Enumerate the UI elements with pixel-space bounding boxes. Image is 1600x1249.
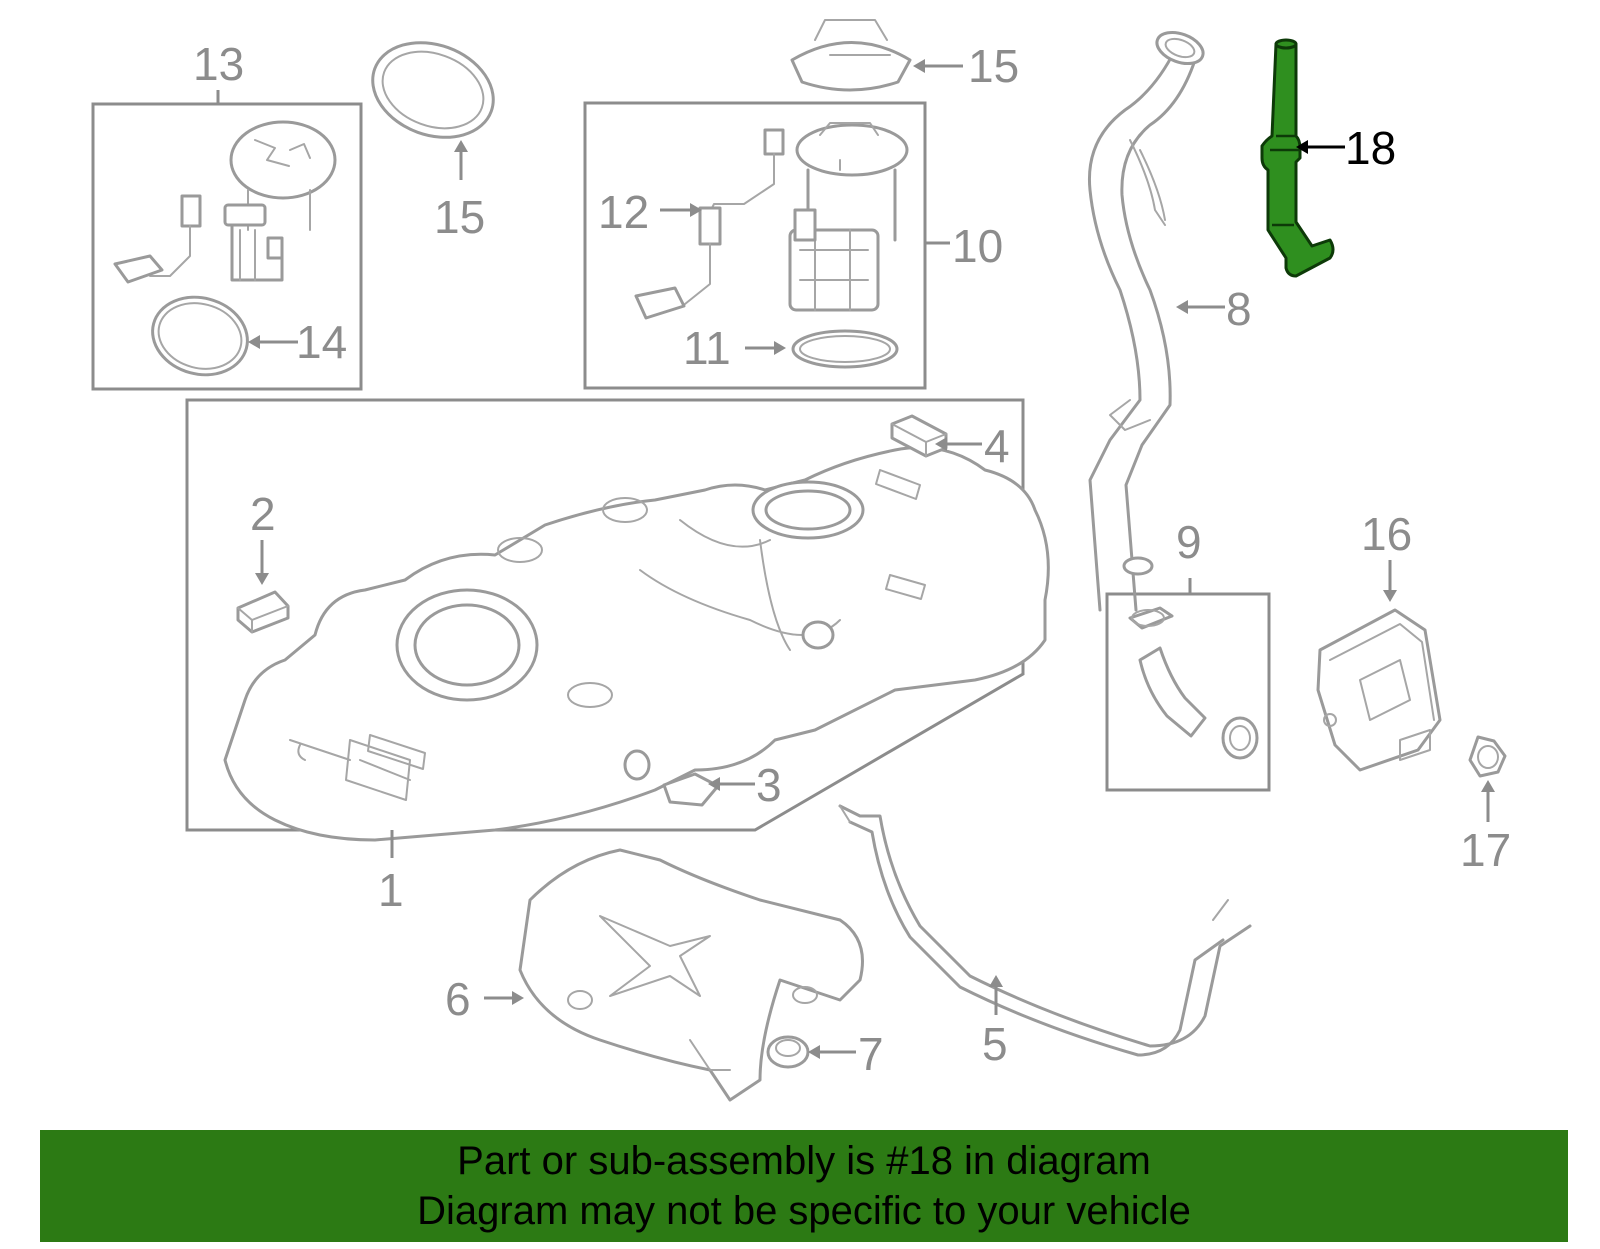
callout-7: 7 bbox=[858, 1028, 884, 1080]
box-13 bbox=[91, 102, 363, 391]
box-9 bbox=[1105, 592, 1271, 792]
box-10 bbox=[583, 101, 927, 390]
callout-6: 6 bbox=[445, 973, 471, 1025]
leader-17 bbox=[1481, 780, 1495, 822]
info-banner: Part or sub-assembly is #18 in diagram D… bbox=[40, 1130, 1568, 1242]
leader-11 bbox=[745, 341, 786, 355]
leader-2 bbox=[255, 540, 269, 585]
callout-12: 12 bbox=[598, 186, 649, 238]
part-8-filler-pipe bbox=[1087, 30, 1205, 612]
callout-10: 10 bbox=[952, 220, 1003, 272]
callout-17: 17 bbox=[1460, 824, 1511, 876]
callout-2: 2 bbox=[250, 488, 276, 540]
callout-16: 16 bbox=[1361, 508, 1412, 560]
leader-4 bbox=[935, 437, 982, 451]
part-10-fuel-pump-module bbox=[788, 122, 909, 312]
leader-15a bbox=[454, 140, 468, 180]
part-13-fuel-pump-module bbox=[113, 120, 337, 284]
callout-9: 9 bbox=[1176, 516, 1202, 568]
callout-8: 8 bbox=[1226, 283, 1252, 335]
part-1-fuel-tank bbox=[223, 446, 1050, 842]
callout-18: 18 bbox=[1345, 122, 1396, 174]
part-17-nut bbox=[1468, 735, 1507, 778]
callout-13: 13 bbox=[193, 38, 244, 90]
part-9-hose-clamps bbox=[1128, 606, 1259, 760]
leader-7 bbox=[808, 1045, 856, 1059]
leader-18 bbox=[1296, 140, 1345, 154]
part-14-seal-ring bbox=[151, 295, 249, 377]
callout-11: 11 bbox=[683, 322, 731, 374]
part-6-heat-shield bbox=[518, 848, 864, 1102]
leader-14 bbox=[248, 335, 298, 349]
part-11-seal-ring bbox=[791, 329, 899, 369]
leader-15b bbox=[913, 59, 963, 73]
part-15-lock-ring-left bbox=[371, 41, 495, 139]
part-15-lock-ring-top bbox=[790, 19, 912, 92]
callout-3: 3 bbox=[756, 759, 782, 811]
callout-15a: 15 bbox=[434, 191, 485, 243]
part-18-vent-hose bbox=[1260, 38, 1335, 278]
callout-1: 1 bbox=[378, 864, 404, 916]
leader-12 bbox=[660, 203, 702, 217]
banner-line-disclaimer: Diagram may not be specific to your vehi… bbox=[417, 1189, 1191, 1233]
leader-3 bbox=[708, 777, 755, 791]
callout-5: 5 bbox=[982, 1018, 1008, 1070]
part-12-fuel-level-sender bbox=[634, 128, 785, 320]
callout-15b: 15 bbox=[968, 40, 1019, 92]
callout-14: 14 bbox=[296, 316, 347, 368]
part-2-pad bbox=[236, 590, 290, 634]
part-5-tank-strap bbox=[838, 804, 1252, 1057]
callout-4: 4 bbox=[984, 420, 1010, 472]
part-3-pad bbox=[662, 772, 720, 807]
box-1 bbox=[185, 398, 1025, 832]
leader-16 bbox=[1383, 560, 1397, 602]
part-16-control-module bbox=[1316, 608, 1442, 772]
part-7-clip bbox=[766, 1035, 810, 1069]
leader-6 bbox=[484, 991, 524, 1005]
leader-8 bbox=[1176, 300, 1225, 314]
leader-5 bbox=[989, 975, 1003, 1015]
banner-line-part: Part or sub-assembly is #18 in diagram bbox=[457, 1139, 1151, 1183]
